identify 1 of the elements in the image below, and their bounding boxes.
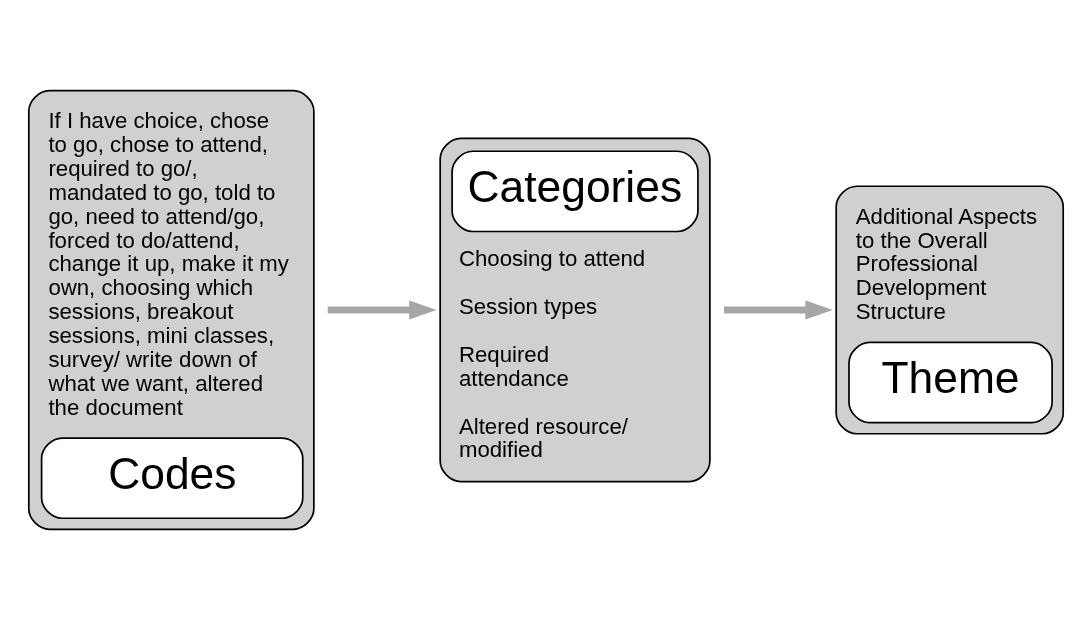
arrow	[327, 300, 437, 320]
